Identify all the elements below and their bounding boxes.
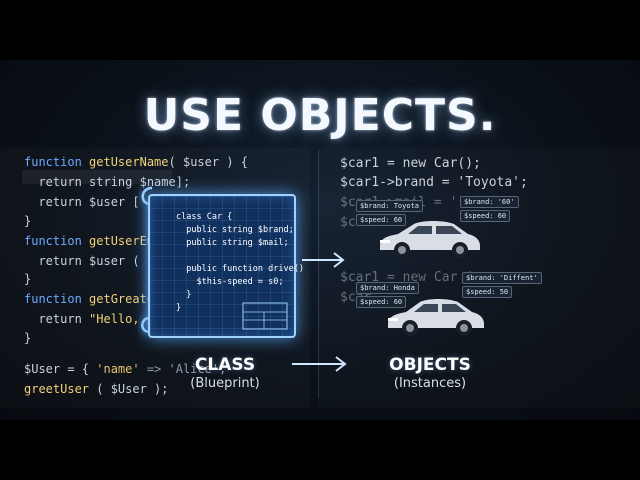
class-sublabel: (Blueprint): [190, 376, 260, 391]
left-code-line: return $user [ ': [24, 195, 155, 209]
left-code-line: }: [24, 331, 32, 345]
car1-brand-tag: $brand: Toyota: [356, 200, 424, 212]
blueprint-code-line: public string $brand;: [176, 225, 294, 235]
thumbnail-background: [0, 60, 640, 420]
class-label: CLASS: [194, 355, 256, 375]
arrow-right-icon: [302, 252, 345, 268]
user-array-line: $User = { 'name' => 'Alice',: [24, 362, 227, 376]
car1-brand-tag-2: $brand: '60': [460, 196, 519, 208]
panel-divider: [318, 150, 319, 398]
left-code-line: return $user ( ': [24, 254, 155, 268]
letterbox-top: [0, 0, 640, 60]
blueprint-card: class Car { public string $brand; public…: [148, 194, 304, 338]
left-code-line: return string $name];: [24, 175, 191, 189]
car2-brand-tag: $brand: Honda: [356, 282, 419, 294]
blueprint-code-line: }: [176, 290, 192, 300]
left-code-line: function getGreate: [24, 292, 155, 306]
blueprint-code-line: public function drive(): [176, 264, 304, 274]
left-code-line: function getUserEm: [24, 234, 155, 248]
code-line-new-car-2: $car1 = new Car (: [340, 270, 474, 285]
car-icon-1: [380, 221, 480, 258]
blueprint-code-line: }: [176, 303, 182, 313]
greet-call-line: greetUser ( $User );: [24, 382, 169, 396]
code-line-brand: $car1->brand = 'Toyota';: [340, 175, 528, 190]
car1-speed-tag-2: $speed: 60: [460, 210, 511, 222]
blueprint-code-line: public string $mail;: [176, 238, 289, 248]
car2-speed-tag: $speed: 60: [356, 296, 407, 308]
left-code-line: }: [24, 214, 32, 228]
car2-brand-tag-2: $brand: 'Diffent': [462, 272, 542, 284]
left-code-line: function getUserName( $user ) {: [24, 155, 248, 169]
arrow-right-icon-2: [292, 356, 347, 372]
line-highlight: [22, 170, 172, 184]
code-line-new-car: $car1 = new Car();: [340, 156, 481, 171]
car1-speed-tag: $speed: 60: [356, 214, 407, 226]
objects-sublabel: (Instances): [393, 376, 467, 391]
letterbox-bottom: [0, 420, 640, 480]
car2-speed-tag-2: $speed: 50: [462, 286, 513, 298]
objects-label: OBJECTS: [389, 355, 471, 375]
blueprint-code-line: class Car {: [176, 212, 233, 222]
headline: USE OBJECTS.: [143, 90, 497, 141]
car-icon-2: [388, 299, 484, 336]
blueprint-drawing-icon: [242, 302, 288, 330]
left-code-line: }: [24, 272, 32, 286]
blueprint-code-line: $this-speed = s0;: [176, 277, 284, 287]
